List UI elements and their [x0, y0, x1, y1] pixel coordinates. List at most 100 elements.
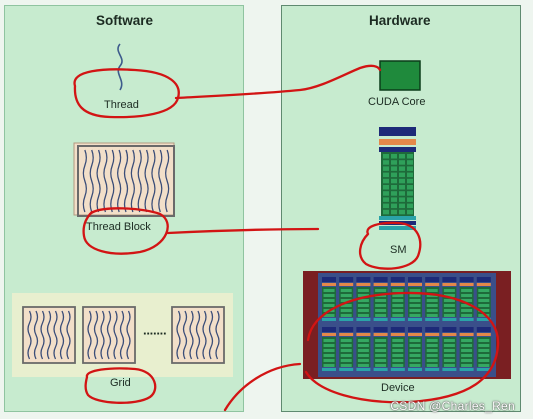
device-core-cell: [340, 349, 352, 352]
thread-wave: [96, 149, 101, 213]
device-sm-strip: [322, 318, 336, 321]
thread-wave: [100, 310, 105, 360]
device-core-cell: [392, 289, 404, 292]
device-sm-strip: [390, 327, 405, 332]
grid-block-1: [22, 306, 76, 364]
device-core-cell: [323, 344, 335, 347]
thread-wave: [202, 310, 207, 360]
device-core-cell: [357, 359, 369, 362]
sm-core-cell: [399, 191, 405, 196]
device-core-cell: [375, 364, 387, 367]
sm-core-cell: [407, 172, 413, 178]
device-core-cell: [409, 294, 421, 297]
device-core-cell: [357, 344, 369, 347]
device-core-cell: [443, 304, 455, 307]
thread-block-circle: [82, 207, 169, 255]
device-sm-strip: [476, 327, 491, 332]
device-core-cell: [340, 294, 352, 297]
thread-wave: [89, 149, 94, 213]
device-core-cell: [340, 359, 352, 362]
sm-core-cell: [383, 166, 389, 171]
thread-wave: [126, 310, 131, 360]
device-core-cell: [478, 349, 490, 352]
sm-core-cell: [407, 154, 413, 159]
device-core-cell: [323, 339, 335, 342]
grid-ellipsis: ·······: [143, 326, 167, 341]
device-sm-strip: [322, 327, 336, 332]
device-sm-strip: [408, 327, 422, 332]
device-core-cell: [478, 309, 490, 312]
device-sm-strip: [442, 283, 457, 286]
device-core-cell: [357, 309, 369, 312]
device-core-cell: [392, 339, 404, 342]
device-sm-strip: [322, 277, 336, 282]
device-core-cell: [443, 359, 455, 362]
thread-wave: [116, 149, 122, 213]
sm-core-cell: [383, 203, 389, 209]
device-core-cell: [461, 359, 473, 362]
device-core-cell: [426, 344, 438, 347]
device-core-cell: [392, 359, 404, 362]
thread-wave: [151, 149, 156, 213]
device-core-cell: [461, 364, 473, 367]
device-core-cell: [340, 344, 352, 347]
device-sm-strip: [373, 318, 388, 321]
sm-core-cell: [391, 185, 397, 190]
device-core-cell: [392, 299, 404, 302]
thread-label: Thread: [104, 99, 139, 111]
device-sm-strip: [459, 333, 474, 336]
device-core-cell: [340, 314, 352, 317]
device-core-cell: [392, 354, 404, 357]
device-sm-strip: [356, 327, 371, 332]
cuda-core-label: CUDA Core: [368, 96, 426, 108]
sm-core-cell: [407, 209, 413, 215]
thread-wave: [189, 310, 194, 360]
device-sm-strip: [425, 283, 440, 286]
device-sm-strip: [339, 368, 354, 371]
device-core-cell: [478, 344, 490, 347]
thread-wave: [40, 310, 45, 360]
thread-wave: [208, 310, 214, 360]
device-core-cell: [357, 304, 369, 307]
sm-core-cell: [383, 197, 389, 202]
device-core-cell: [323, 349, 335, 352]
device-sm-strip: [390, 368, 405, 371]
device-core-cell: [357, 364, 369, 367]
sm-core-cell: [407, 191, 413, 196]
device-sm-strip: [442, 277, 457, 282]
sm-core-cell: [407, 160, 413, 165]
thread-wave: [113, 310, 118, 360]
sm-core-cell: [391, 197, 397, 202]
hand-annotations: [73, 64, 500, 412]
device-sm-strip: [373, 327, 388, 332]
device-core-cell: [461, 309, 473, 312]
device-core-cell: [443, 294, 455, 297]
device-core-cell: [443, 344, 455, 347]
device-core-cell: [375, 359, 387, 362]
device-core-cell: [323, 314, 335, 317]
device-core-cell: [409, 349, 421, 352]
device-sm-strip: [425, 277, 440, 282]
thread-wave: [137, 149, 142, 213]
device-sm-strip: [390, 283, 405, 286]
thread-wave: [87, 310, 92, 360]
device-core-cell: [323, 304, 335, 307]
device-core-cell: [392, 314, 404, 317]
device-core-cell: [478, 354, 490, 357]
sm-core-cell: [407, 197, 413, 202]
device-core-cell: [409, 309, 421, 312]
device-sm-strip: [408, 368, 422, 371]
device-core-cell: [392, 309, 404, 312]
sm-core-cell: [399, 185, 405, 190]
sm-chip-icon: [379, 127, 416, 230]
device-core-cell: [375, 344, 387, 347]
thread-wave: [59, 310, 65, 360]
device-sm-strip: [425, 333, 440, 336]
device-sm-strip: [339, 318, 354, 321]
device-core-cell: [357, 289, 369, 292]
device-core-cell: [478, 359, 490, 362]
device-core-cell: [323, 289, 335, 292]
sm-core-cell: [383, 185, 389, 190]
grid-label: Grid: [110, 377, 131, 389]
